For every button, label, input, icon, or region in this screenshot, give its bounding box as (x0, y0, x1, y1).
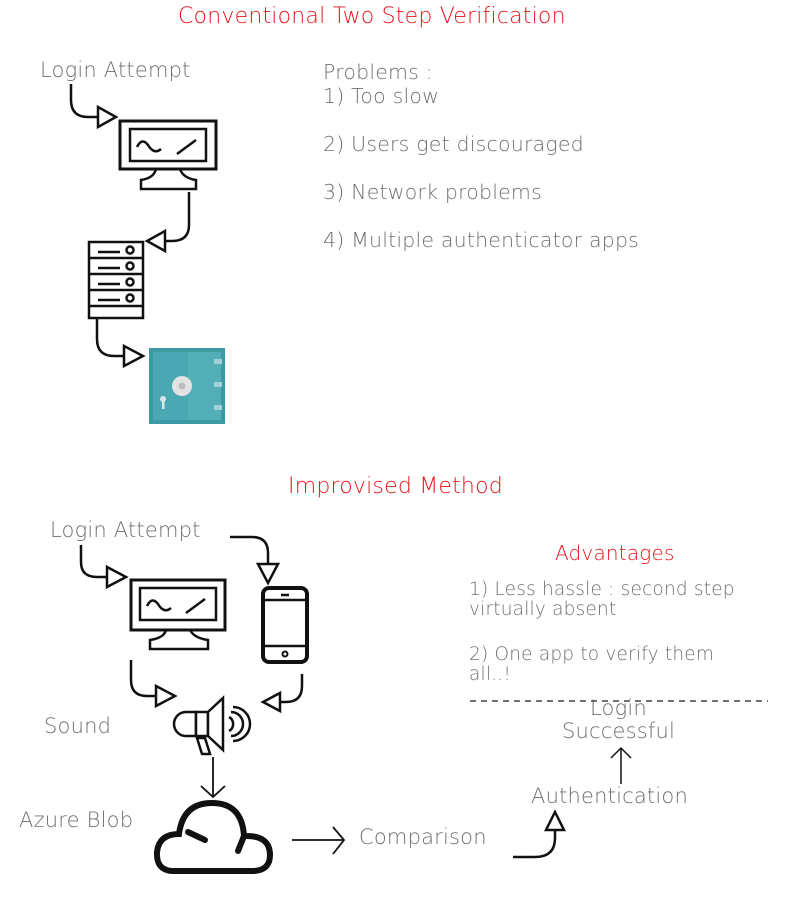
connector-phone-to-speaker (260, 674, 304, 714)
login-successful-line2: Successful (562, 719, 676, 743)
problem-item: 3) Network problems (323, 180, 542, 204)
connector-login-to-phone (230, 535, 281, 586)
connector-monitor-to-speaker (129, 660, 178, 709)
connector-login-to-monitor (79, 545, 129, 590)
section1-login-attempt-label: Login Attempt (40, 58, 191, 82)
megaphone-icon (172, 695, 252, 756)
comparison-label: Comparison (359, 825, 487, 849)
connector-authentication-to-success (610, 746, 632, 784)
connector-cloud-to-comparison (292, 826, 346, 855)
advantage-item-line1: 1) Less hassle : second step (469, 579, 735, 600)
advantage-item-line2: all..! (469, 664, 511, 685)
problem-item: 2) Users get discouraged (323, 132, 584, 156)
login-successful-line1: Login (590, 696, 647, 720)
advantage-item-line1: 2) One app to verify them (469, 644, 715, 665)
connector-comparison-to-authentication (513, 809, 567, 859)
problem-item: 1) Too slow (323, 84, 440, 108)
connector-monitor-to-server (144, 192, 191, 254)
advantage-item-line2: virtually absent (469, 599, 617, 620)
cloud-icon (153, 799, 274, 874)
sound-label: Sound (44, 714, 112, 738)
smartphone-icon (261, 586, 309, 664)
problem-item: 4) Multiple authenticator apps (323, 228, 640, 252)
azure-blob-label: Azure Blob (19, 808, 134, 832)
server-rack-icon (87, 240, 145, 320)
problems-heading: Problems : (323, 60, 433, 84)
advantages-heading: Advantages (555, 541, 675, 565)
desktop-monitor-icon (118, 119, 218, 191)
connector-login-to-monitor (69, 84, 119, 130)
section1-title: Conventional Two Step Verification (178, 4, 566, 29)
authentication-label: Authentication (531, 784, 688, 808)
safe-vault-icon (149, 348, 225, 424)
connector-speaker-to-cloud (200, 757, 226, 799)
section2-login-attempt-label: Login Attempt (50, 518, 201, 542)
section2-title: Improvised Method (288, 474, 503, 499)
connector-server-to-safe (95, 318, 146, 369)
desktop-monitor-icon (129, 578, 227, 651)
